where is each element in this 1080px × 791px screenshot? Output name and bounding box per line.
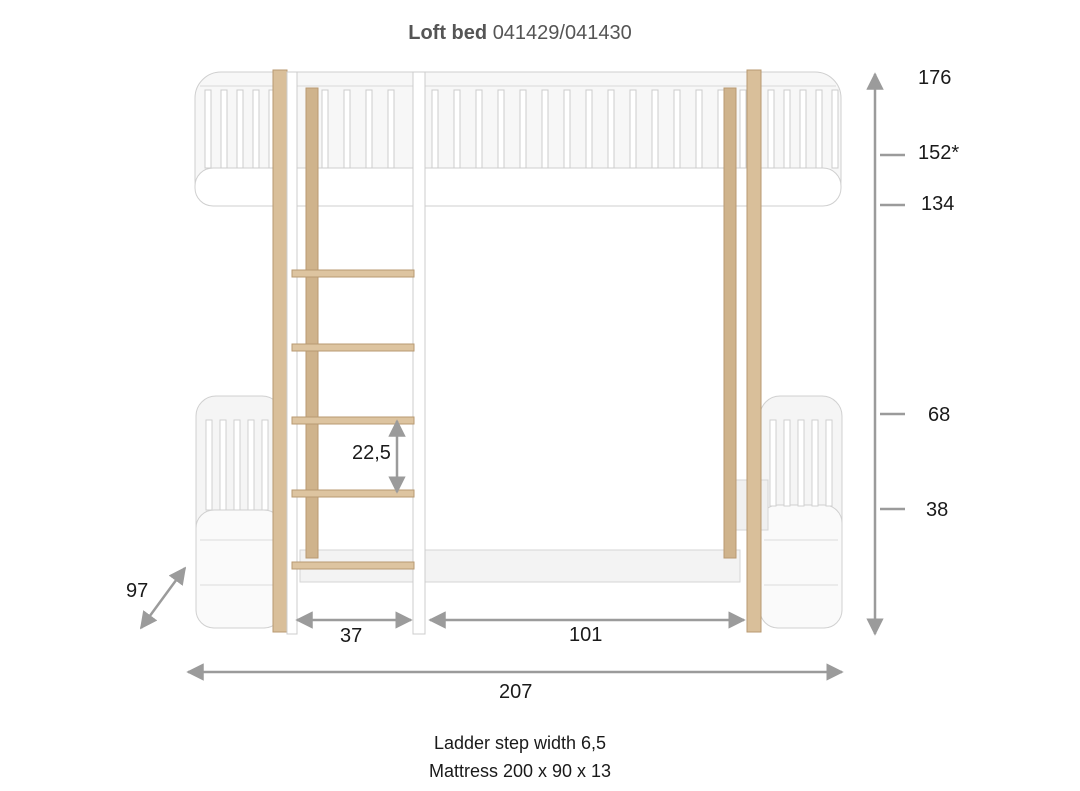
diagram-title: Loft bed 041429/041430 <box>0 22 1040 45</box>
inner-width-label: 101 <box>569 624 603 646</box>
rail-spindle <box>673 89 681 169</box>
rail-spindle <box>563 89 571 169</box>
ladder-step <box>291 343 415 352</box>
rail-spindle <box>321 89 329 169</box>
rail-spindle <box>739 89 747 169</box>
step-spacing-label: 22,5 <box>352 442 391 464</box>
depth-dimension-line <box>139 566 187 630</box>
rail-spindle <box>497 89 505 169</box>
ladder-width-label: 37 <box>340 625 363 647</box>
height-lower-deck-label: 38 <box>926 499 949 521</box>
back-left-post <box>305 87 319 559</box>
front-right-post <box>746 69 762 633</box>
rail-spindle <box>236 89 244 169</box>
back-right-post <box>723 87 737 559</box>
rail-spindle <box>475 89 483 169</box>
height-rail-top-label: 152* <box>918 142 960 164</box>
depth-label: 97 <box>126 580 149 602</box>
rail-spindle <box>783 89 791 169</box>
title-codes: 041429/041430 <box>492 22 632 44</box>
rail-spindle <box>767 89 775 169</box>
rail-spindle <box>815 89 823 169</box>
front-left-post <box>272 69 288 633</box>
ladder <box>286 71 426 635</box>
height-bed-deck-label: 134 <box>921 193 955 215</box>
rail-spindle <box>365 89 373 169</box>
ladder-step <box>291 489 415 498</box>
ladder-step <box>291 561 415 570</box>
rail-spindle <box>204 89 212 169</box>
rail-spindle <box>541 89 549 169</box>
rail-spindle <box>252 89 260 169</box>
rail-spindle <box>343 89 351 169</box>
rail-spindle <box>220 89 228 169</box>
rail-spindle <box>607 89 615 169</box>
total-width-label: 207 <box>499 681 533 703</box>
height-lower-rail-label: 68 <box>928 404 951 426</box>
left-lower-end <box>195 395 283 629</box>
rail-spindle <box>629 89 637 169</box>
rail-spindle <box>831 89 839 169</box>
right-lower-end <box>727 395 843 629</box>
title-bold: Loft bed <box>408 22 488 44</box>
ladder-step <box>291 269 415 278</box>
rail-spindle <box>519 89 527 169</box>
height-total-label: 176 <box>918 67 952 89</box>
rail-spindle <box>651 89 659 169</box>
rail-spindle <box>695 89 703 169</box>
upper-bed-frame <box>194 71 842 207</box>
rail-spindle <box>453 89 461 169</box>
rail-spindle <box>431 89 439 169</box>
mattress-note: Mattress 200 x 90 x 13 <box>428 761 612 781</box>
rail-spindle <box>387 89 395 169</box>
rail-spindle <box>799 89 807 169</box>
rail-spindle <box>585 89 593 169</box>
ladder-step-note: Ladder step width 6,5 <box>433 733 607 753</box>
rail-spindle <box>717 89 725 169</box>
ladder-step <box>291 416 415 425</box>
